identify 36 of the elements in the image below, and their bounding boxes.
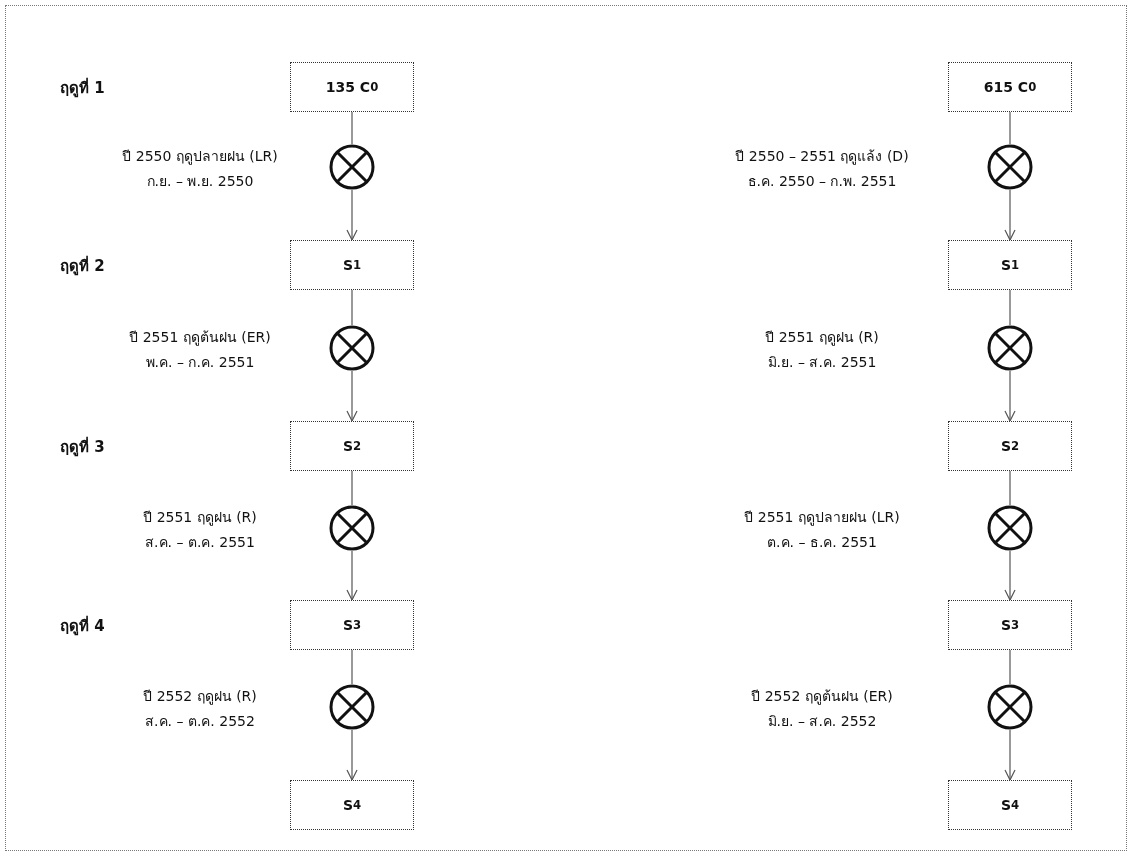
season-label: ฤดูที่ 4: [60, 614, 105, 638]
period-label: พ.ค. – ก.ค. 2551: [145, 353, 255, 372]
period-label: ก.ย. – พ.ย. 2550: [146, 172, 254, 191]
arrow: [1004, 370, 1016, 422]
period-label: ปี 2552 ฤดูต้นฝน (ER): [751, 687, 893, 707]
period-label: ปี 2551 ฤดูฝน (R): [143, 508, 257, 528]
arrow: [346, 550, 358, 601]
period-label: มิ.ย. – ส.ค. 2551: [767, 353, 877, 372]
arrow: [1004, 729, 1016, 781]
period-label: ปี 2552 ฤดูฝน (R): [143, 687, 257, 707]
period-label: ส.ค. – ต.ค. 2551: [145, 533, 255, 552]
period-label: ปี 2551 ฤดูฝน (R): [765, 328, 879, 348]
multiply-symbol: [329, 505, 375, 551]
period-label: ปี 2551 ฤดูต้นฝน (ER): [129, 328, 271, 348]
period-label: ปี 2551 ฤดูปลายฝน (LR): [744, 508, 900, 528]
period-label: ต.ค. – ธ.ค. 2551: [767, 533, 877, 552]
period-label: ปี 2550 – 2551 ฤดูแล้ง (D): [735, 147, 909, 167]
arrow: [1004, 550, 1016, 601]
period-label: ธ.ค. 2550 – ก.พ. 2551: [747, 172, 897, 191]
period-label: ส.ค. – ต.ค. 2552: [145, 712, 255, 731]
multiply-symbol: [329, 144, 375, 190]
period-label: มิ.ย. – ส.ค. 2552: [767, 712, 877, 731]
multiply-symbol: [987, 684, 1033, 730]
arrow: [1004, 189, 1016, 241]
season-label: ฤดูที่ 2: [60, 254, 105, 278]
arrow: [346, 729, 358, 781]
multiply-symbol: [987, 144, 1033, 190]
multiply-symbol: [329, 684, 375, 730]
season-label: ฤดูที่ 3: [60, 435, 105, 459]
multiply-symbol: [987, 325, 1033, 371]
multiply-symbol: [987, 505, 1033, 551]
arrow: [346, 370, 358, 422]
arrow: [346, 189, 358, 241]
period-label: ปี 2550 ฤดูปลายฝน (LR): [122, 147, 278, 167]
multiply-symbol: [329, 325, 375, 371]
season-label: ฤดูที่ 1: [60, 76, 105, 100]
